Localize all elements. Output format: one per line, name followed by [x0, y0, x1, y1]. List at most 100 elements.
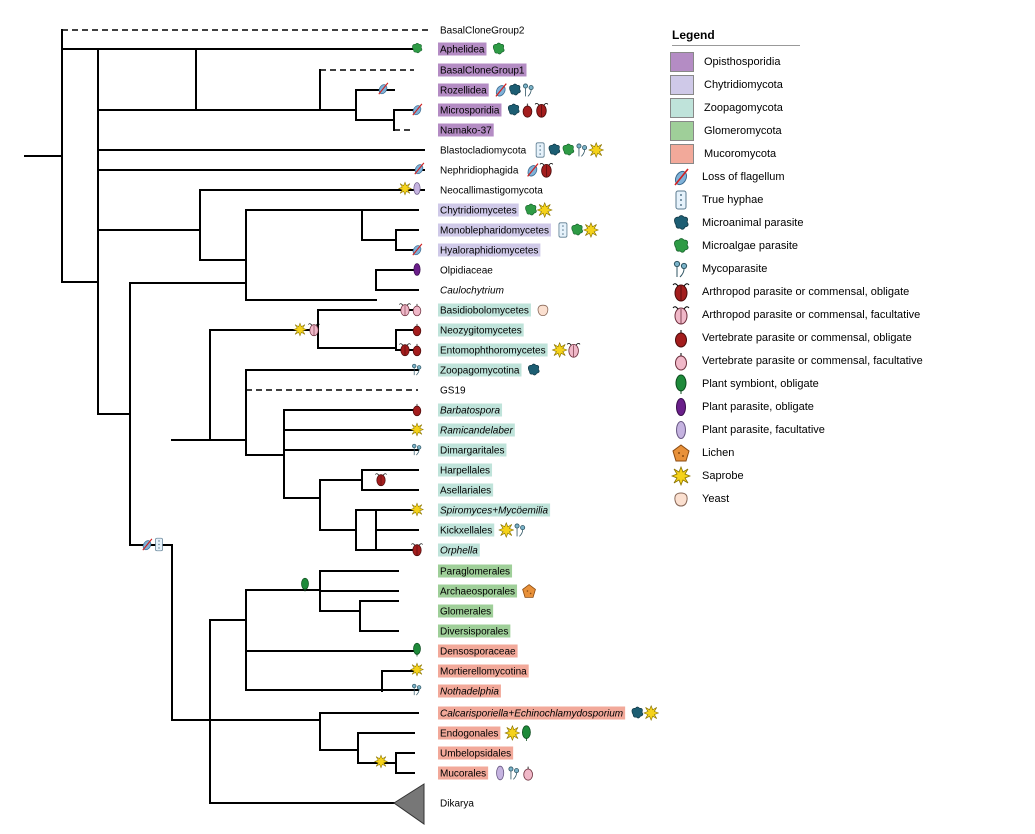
group-highlight: [438, 463, 493, 477]
legend-label: Vertebrate parasite or commensal, obliga…: [702, 331, 912, 344]
microanimal-icon: [631, 706, 644, 719]
group-highlight: [438, 103, 502, 117]
saprobe-icon: [410, 502, 424, 517]
legend-label: Plant parasite, facultative: [702, 423, 825, 436]
legend-trait-hyphae: True hyphae: [670, 188, 1020, 211]
legend-label: Glomeromycota: [704, 124, 782, 137]
tip-label-diversisporales: Diversisporales: [440, 627, 508, 638]
hyphae-icon: [675, 190, 687, 209]
myco-icon: [522, 83, 534, 97]
arth-fac-icon: [398, 303, 412, 317]
tree-branches: [24, 29, 432, 804]
tip-label-orphella: Orphella: [440, 546, 478, 557]
tip-label-zoopagomycotina: Zoopagomycotina: [440, 366, 520, 377]
yeast-icon: [537, 304, 549, 317]
legend-label: Microalgae parasite: [702, 239, 798, 252]
group-highlight: [438, 403, 503, 417]
tip-label-endogonales: Endogonales: [440, 729, 498, 740]
plant-sym-icon: [521, 725, 531, 742]
tip-label-harpellales: Harpellales: [440, 466, 490, 477]
plant-obl-icon: [676, 397, 686, 416]
saprobe-icon: [583, 222, 599, 238]
trait-icons: [140, 42, 659, 781]
group-highlight: [438, 604, 494, 618]
tip-label-caulochytrium: Caulochytrium: [440, 286, 504, 297]
legend-trait-arth-fac: Arthropod parasite or commensal, faculta…: [670, 303, 1020, 326]
loss-flagellum-icon: [493, 82, 508, 99]
tip-label-namako-37: Namako-37: [440, 126, 492, 137]
legend-trait-saprobe: Saprobe: [670, 464, 1020, 487]
vert-obl-icon: [522, 102, 533, 118]
group-highlight: [438, 706, 626, 720]
legend-swatch: [670, 51, 694, 72]
saprobe-icon: [374, 754, 388, 769]
tip-label-gs19: GS19: [440, 386, 466, 397]
microanimal-icon: [674, 214, 689, 230]
tip-label-olpidiaceae: Olpidiaceae: [440, 266, 493, 277]
hyphae-icon: [558, 222, 568, 238]
tip-label-blastocladiomycota: Blastocladiomycota: [440, 146, 527, 157]
tip-label-microsporidia: Microsporidia: [440, 106, 500, 117]
plant-sym-icon: [675, 374, 687, 394]
legend-swatch: [670, 97, 694, 118]
group-highlight: [438, 584, 518, 598]
legend-label: Arthropod parasite or commensal, faculta…: [702, 308, 921, 321]
loss-flagellum-icon: [412, 162, 426, 176]
saprobe-icon: [504, 725, 520, 741]
group-highlight: [438, 523, 495, 537]
legend-group-mucoromycota: Mucoromycota: [670, 142, 1020, 165]
group-highlight: [438, 443, 507, 457]
tip-label-asellariales: Asellariales: [440, 486, 491, 497]
microanimal-icon: [548, 143, 561, 156]
dikarya-collapsed-clade: [393, 783, 425, 825]
tip-label-kickxellales: Kickxellales: [440, 526, 492, 537]
microalgae-icon: [412, 42, 423, 54]
legend-swatch: [670, 143, 694, 164]
legend-trait-microalgae: Microalgae parasite: [670, 234, 1020, 257]
legend-swatch: [670, 120, 694, 141]
tip-label-glomerales: Glomerales: [440, 607, 491, 618]
tip-label-mortierellomycotina: Mortierellomycotina: [440, 667, 527, 678]
tip-label-archaeosporales: Archaeosporales: [440, 587, 515, 598]
legend-trait-microanimal: Microanimal parasite: [670, 211, 1020, 234]
legend-trait-plant-fac: Plant parasite, facultative: [670, 418, 1020, 441]
plant-sym-icon: [413, 642, 421, 657]
tip-label-spiromyces-myc-emilia: Spiromyces+Mycöemilia: [440, 506, 549, 517]
group-highlight: [438, 123, 494, 137]
legend-label: Plant symbiont, obligate: [702, 377, 819, 390]
saprobe-icon: [410, 422, 424, 437]
tip-label-densosporaceae: Densosporaceae: [440, 647, 516, 658]
legend-label: Yeast: [702, 492, 730, 505]
group-highlight: [438, 503, 551, 517]
arth-obl-icon: [410, 543, 424, 557]
group-highlight: [438, 726, 501, 740]
tip-label-nephridiophagida: Nephridiophagida: [440, 166, 519, 177]
hyphae-icon: [155, 537, 163, 552]
legend-trait-vert-fac: Vertebrate parasite or commensal, facult…: [670, 349, 1020, 372]
group-highlight: [438, 684, 501, 698]
group-highlight: [438, 203, 519, 217]
plant-fac-icon: [413, 182, 421, 195]
vert-fac-icon: [523, 765, 534, 781]
microalgae-icon: [674, 237, 689, 253]
legend-group-opisthosporidia: Opisthosporidia: [670, 50, 1020, 73]
arth-fac-icon: [566, 342, 581, 358]
legend-label: Zoopagomycota: [704, 101, 783, 114]
microalgae-icon: [492, 42, 505, 55]
loss-flagellum-icon: [525, 162, 540, 179]
legend-trait-myco: Mycoparasite: [670, 257, 1020, 280]
vert-fac-icon: [412, 303, 422, 317]
group-highlight: [438, 423, 515, 437]
group-highlight: [438, 746, 514, 760]
microanimal-icon: [527, 363, 540, 376]
group-highlight: [438, 543, 480, 557]
group-highlight: [438, 664, 529, 678]
saprobe-icon: [398, 181, 412, 196]
legend-label: Mycoparasite: [702, 262, 768, 275]
group-highlight: [438, 343, 548, 357]
microalgae-icon: [525, 203, 537, 216]
legend-label: Plant parasite, obligate: [702, 400, 814, 413]
legend-trait-lichen: Lichen: [670, 441, 1020, 464]
saprobe-icon: [410, 662, 424, 677]
